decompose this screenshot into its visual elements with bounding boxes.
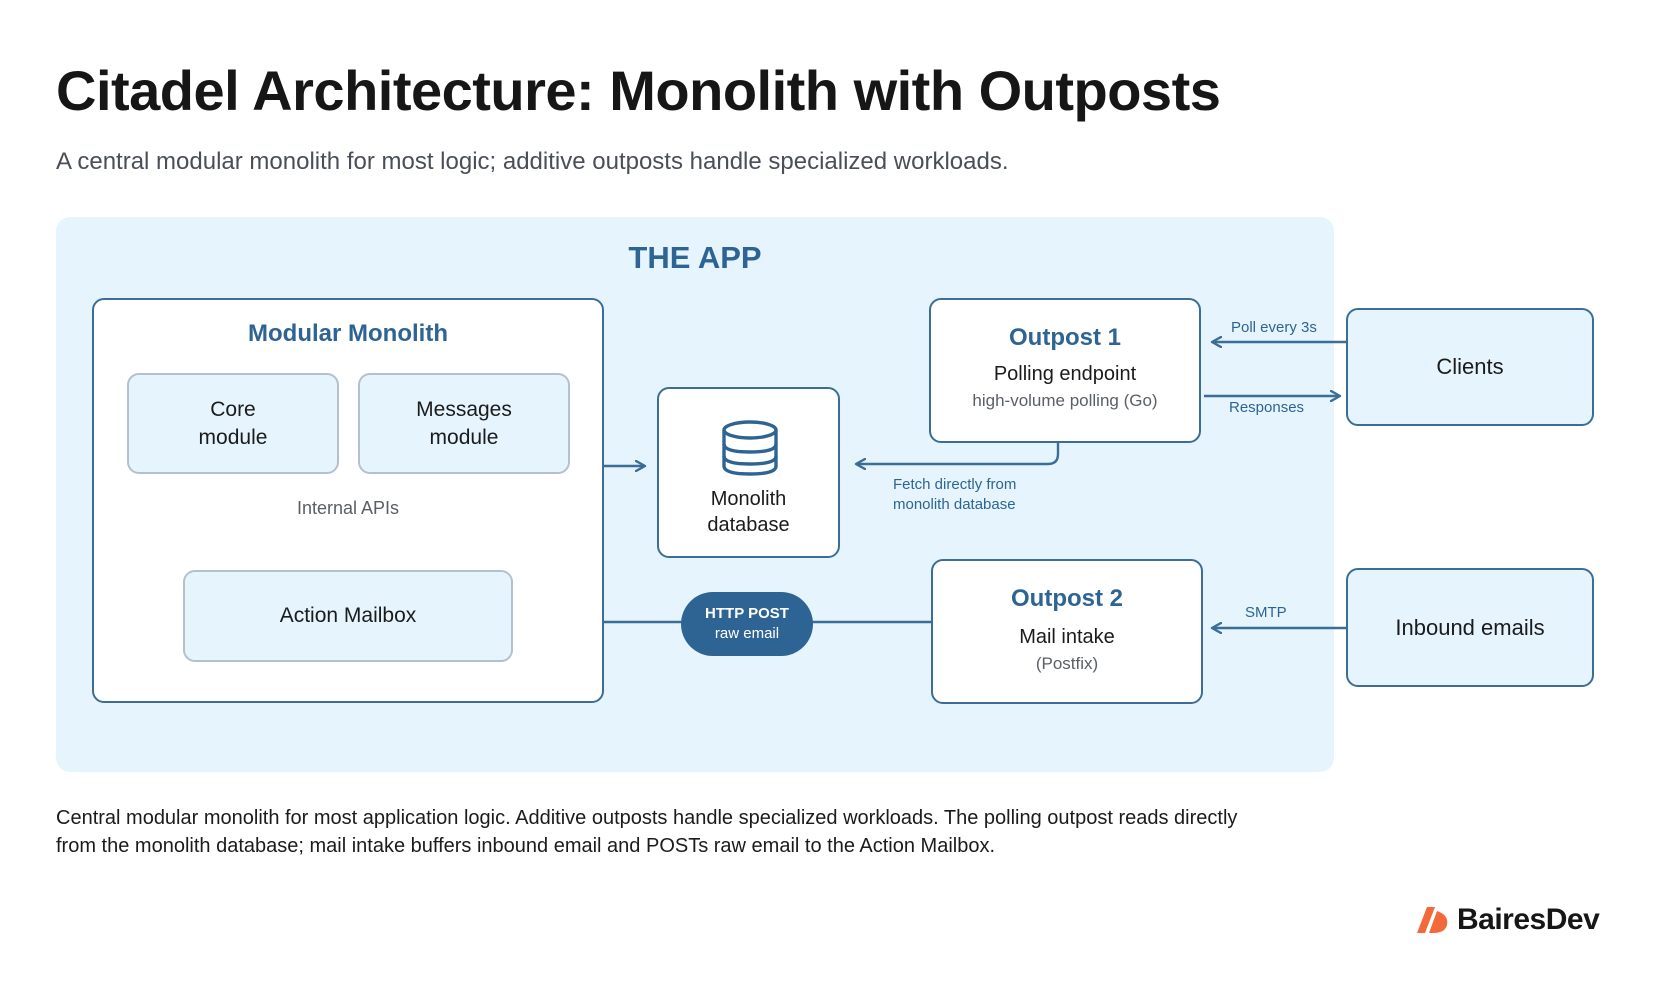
- database-icon: [722, 420, 778, 476]
- internal-apis-label: Internal APIs: [288, 498, 408, 519]
- outpost-2-title: Outpost 2: [1011, 585, 1123, 612]
- fetch-label: Fetch directly from monolith database: [893, 476, 1017, 513]
- outpost-2-note: (Postfix): [1035, 654, 1099, 673]
- database-label: Monolith database: [707, 488, 790, 536]
- clients[interactable]: Clients: [1346, 308, 1594, 426]
- outpost-1-title: Outpost 1: [1009, 324, 1121, 351]
- action-mailbox-label: Action Mailbox: [279, 604, 417, 627]
- outpost1-to-db-arrow: [856, 443, 1060, 464]
- page-title: Citadel Architecture: Monolith with Outp…: [56, 59, 1221, 122]
- outpost-2[interactable]: Outpost 2 Mail intake (Postfix): [931, 559, 1203, 704]
- messages-module[interactable]: Messages module: [358, 373, 570, 474]
- outpost-2-subtitle: Mail intake: [1019, 626, 1115, 648]
- outpost-1-subtitle: Polling endpoint: [993, 363, 1137, 385]
- bairesdev-logo-icon: [1417, 907, 1448, 933]
- messages-module-label: Messages module: [416, 397, 512, 449]
- inbound-emails[interactable]: Inbound emails: [1346, 568, 1594, 687]
- clients-label: Clients: [1436, 354, 1504, 379]
- responses-label: Responses: [1229, 399, 1305, 416]
- http-post-badge: HTTP POST raw email: [681, 592, 813, 656]
- core-module[interactable]: Core module: [127, 373, 339, 474]
- page-subtitle: A central modular monolith for most logi…: [56, 148, 1009, 175]
- modular-monolith-title: Modular Monolith: [248, 320, 448, 347]
- poll-label: Poll every 3s: [1231, 319, 1317, 336]
- caption: Central modular monolith for most applic…: [56, 807, 1238, 857]
- core-module-label: Core module: [198, 397, 268, 449]
- app-title: THE APP: [628, 240, 762, 275]
- brand: BairesDev: [1415, 900, 1600, 940]
- monolith-database[interactable]: Monolith database: [657, 387, 840, 558]
- outpost-1[interactable]: Outpost 1 Polling endpoint high-volume p…: [929, 298, 1201, 443]
- smtp-label: SMTP: [1245, 604, 1287, 621]
- http-post-label: HTTP POST: [705, 605, 789, 622]
- inbound-emails-label: Inbound emails: [1395, 614, 1545, 640]
- action-mailbox[interactable]: Action Mailbox: [183, 570, 513, 662]
- raw-email-label: raw email: [714, 625, 780, 642]
- outpost-1-note: high-volume polling (Go): [972, 391, 1158, 410]
- brand-name: BairesDev: [1457, 903, 1600, 936]
